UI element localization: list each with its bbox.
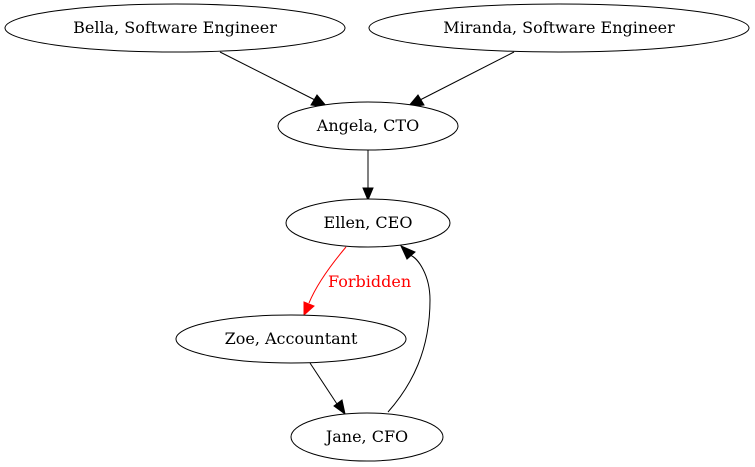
node-ellipse (4, 3, 346, 53)
edge-ellen-to-zoe: Forbidden (303, 246, 411, 317)
edge-jane-to-ellen (387, 245, 431, 413)
node-ellen: Ellen, CEO (285, 198, 451, 248)
edge-label-forbidden: Forbidden (328, 272, 411, 291)
node-angela: Angela, CTO (277, 101, 459, 151)
node-miranda: Miranda, Software Engineer (368, 3, 750, 53)
edge-line (309, 362, 338, 405)
edge-angela-to-ellen (362, 149, 374, 202)
node-ellipse (285, 198, 451, 248)
node-label: Zoe, Accountant (225, 329, 358, 348)
edge-bella-to-angela (219, 51, 329, 108)
edge-miranda-to-angela (406, 51, 515, 108)
node-ellipse (277, 101, 459, 151)
node-label: Jane, CFO (324, 427, 408, 446)
node-bella: Bella, Software Engineer (4, 3, 346, 53)
node-zoe: Zoe, Accountant (175, 314, 407, 364)
edge-line (308, 246, 347, 304)
node-ellipse (175, 314, 407, 364)
node-jane: Jane, CFO (290, 412, 444, 462)
edge-line (219, 51, 316, 101)
node-label: Angela, CTO (316, 116, 419, 135)
edge-zoe-to-jane (309, 362, 346, 416)
node-label: Bella, Software Engineer (73, 18, 277, 37)
arrowhead-icon (400, 245, 416, 260)
node-ellipse (368, 3, 750, 53)
node-label: Miranda, Software Engineer (443, 18, 675, 37)
node-ellipse (290, 412, 444, 462)
node-label: Ellen, CEO (324, 213, 413, 232)
edge-line (387, 254, 431, 413)
arrowhead-icon (303, 301, 315, 317)
edge-line (419, 51, 515, 101)
arrowhead-icon (362, 187, 374, 202)
arrowhead-icon (333, 399, 346, 416)
